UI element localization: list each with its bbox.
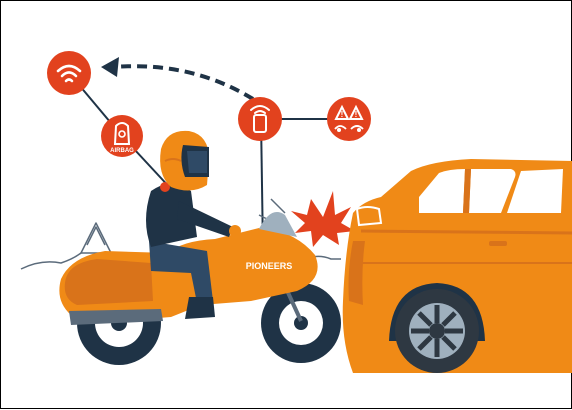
bike-brand-label: PIONEERS [246,261,293,271]
helmet [160,131,209,191]
airbag-label: AIRBAG [110,148,134,154]
wifi-icon [47,51,91,95]
airbag-icon: AIRBAG [101,115,143,157]
car-wheel [395,289,479,373]
phone-wifi-icon [238,97,282,141]
warning-crash-icon: ! ! [327,97,371,141]
signal-arrow [101,57,253,99]
svg-text:!: ! [355,110,358,119]
car [343,159,572,373]
svg-text:!: ! [341,110,344,119]
